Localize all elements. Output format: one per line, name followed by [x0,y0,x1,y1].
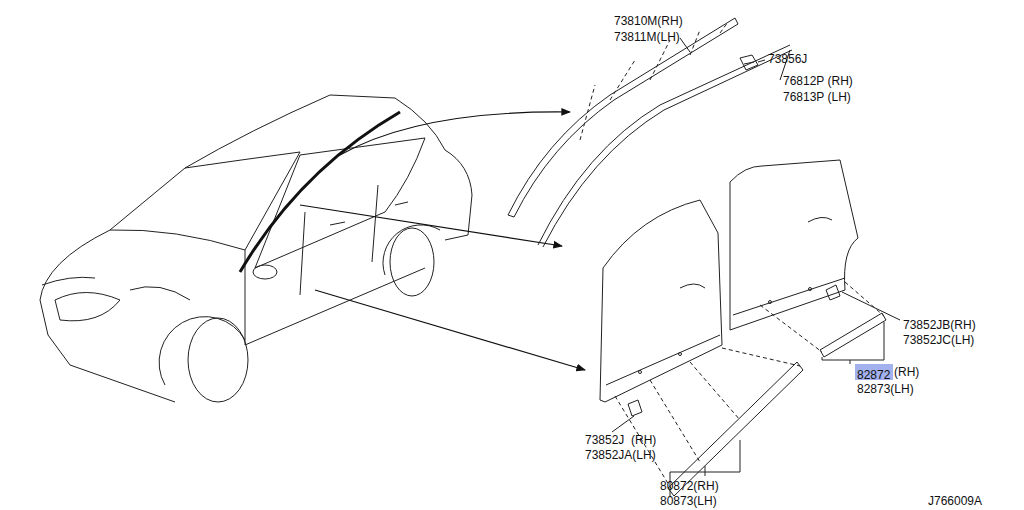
drawing-number: J766009A [928,494,982,508]
part-number: 76813P (LH) [783,90,851,104]
part-number: 80873(LH) [660,494,717,508]
part-number: 73852JC(LH) [903,333,974,347]
drip-moulding [508,18,758,217]
lower-mouldings [615,282,886,496]
pointer-arrows [300,112,585,370]
leader-lines [612,38,900,476]
part-number: 73852JA(LH) [585,448,656,462]
highlighted-part-number: 82872 [855,364,893,380]
part-number: 80872(RH) [660,479,719,493]
car-moulding [240,112,400,272]
part-number: 82873(LH) [857,382,914,396]
car-outline [40,95,472,402]
part-number: 73856J [768,52,807,66]
part-number: (RH) [894,365,919,379]
part-number: 76812P (RH) [783,74,853,88]
door-moulding [538,45,792,247]
part-number: 73810M(RH) [614,14,683,28]
front-door [600,200,722,402]
part-number: 82872 [857,368,890,382]
part-number: 73852JB(RH) [903,318,976,332]
part-number: 73811M(LH) [614,30,680,44]
rear-door [730,160,858,330]
part-number: 73852J (RH) [585,433,656,447]
